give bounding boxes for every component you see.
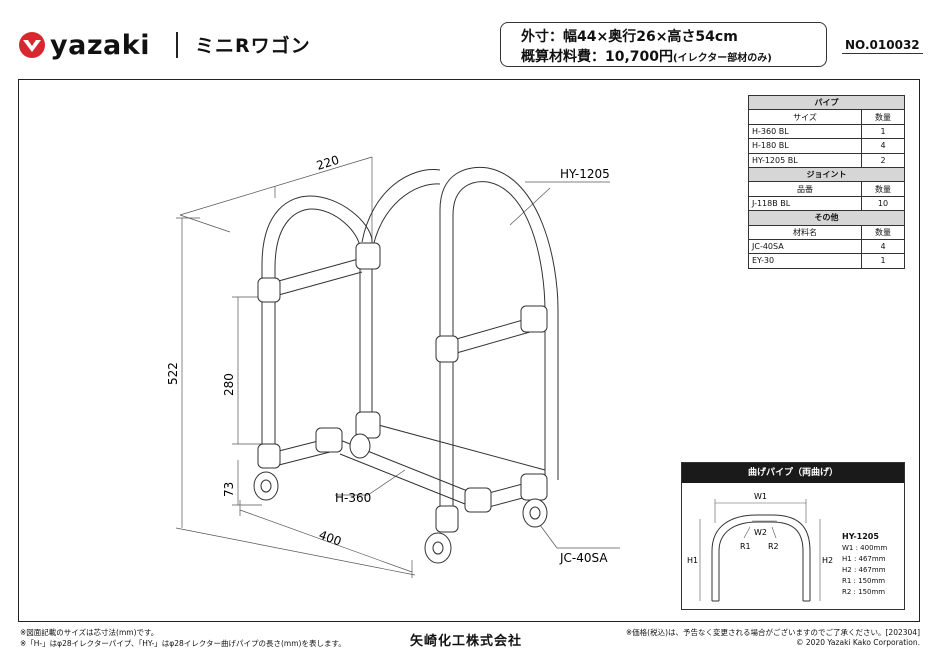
pipe-section-title: パイプ xyxy=(748,94,905,111)
other-col-material: 材料名 xyxy=(748,224,862,240)
detail-h2: H2 xyxy=(822,556,833,565)
yazaki-logo-icon xyxy=(19,32,45,58)
cost-note: (イレクター部材のみ) xyxy=(673,53,772,64)
front-arch-pipe xyxy=(361,166,559,520)
detail-w2: W2 xyxy=(754,528,767,537)
detail-r1: R1 xyxy=(740,542,751,551)
footer-copyright: © 2020 Yazaki Kako Corporation. xyxy=(796,638,920,647)
pipe-col-size: サイズ xyxy=(748,109,862,125)
footer-note-2: ※「H-」はφ28イレクターパイプ、「HY-」はφ28イレクター曲げパイプの長さ… xyxy=(20,639,346,648)
document-number: NO.010032 xyxy=(842,38,923,54)
casters xyxy=(253,433,548,564)
dim-mid-label: 280 xyxy=(222,373,236,396)
pipe-col-qty: 数量 xyxy=(861,109,905,125)
detail-spec-h1: H1 : 467mm xyxy=(842,555,886,563)
drawing-frame xyxy=(18,79,920,622)
joints xyxy=(257,242,548,533)
dimension-lines xyxy=(175,156,620,578)
spec-box: 外寸：幅44×奥行26×高さ54cm 概算材料費：10,700円(イレクター部材… xyxy=(500,22,827,67)
joint-section-title: ジョイント xyxy=(748,166,905,183)
upper-rails xyxy=(274,257,531,355)
footer-note-1: ※図面記載のサイズは芯寸法(mm)です。 xyxy=(20,628,159,637)
joint-col-part: 品番 xyxy=(748,181,862,197)
bent-pipe-detail: 曲げパイプ（両曲げ） W1 W2 R1 R2 H1 H2 HY-1205 W1 … xyxy=(681,462,905,610)
brand-name: yazaki xyxy=(50,29,150,61)
detail-w1: W1 xyxy=(754,492,767,501)
dim-low-label: 73 xyxy=(222,482,236,497)
bent-pipe-diagram: W1 W2 R1 R2 H1 H2 xyxy=(687,492,833,602)
dim-height-label: 522 xyxy=(166,362,180,385)
bent-pipe-detail-title: 曲げパイプ（両曲げ） xyxy=(682,463,904,483)
other-col-qty: 数量 xyxy=(861,224,905,240)
detail-spec-r2: R2 : 150mm xyxy=(842,588,886,596)
dim-width-label: 220 xyxy=(315,153,341,173)
back-arch-pipe xyxy=(261,195,373,450)
detail-r2: R2 xyxy=(768,542,779,551)
header-separator xyxy=(176,32,178,58)
company-name: 矢崎化工株式会社 xyxy=(410,634,523,649)
brand-logo: yazaki xyxy=(18,29,150,61)
detail-h1: H1 xyxy=(687,556,698,565)
label-jc-40sa: JC-40SA xyxy=(559,551,608,565)
label-hy-1205: HY-1205 xyxy=(560,167,610,181)
label-h-360: H-360 xyxy=(335,491,371,505)
detail-spec-list: HY-1205 W1 : 400mm H1 : 467mm H2 : 467mm… xyxy=(842,531,887,598)
detail-spec-title: HY-1205 xyxy=(842,532,879,541)
product-title: ミニRワゴン xyxy=(195,35,311,57)
cost-line: 概算材料費：10,700円(イレクター部材のみ) xyxy=(521,46,772,66)
footer-price-note: ※価格(税込)は、予告なく変更される場合がございますのでご了承ください。[202… xyxy=(625,628,920,637)
dim-depth-label: 400 xyxy=(317,528,343,549)
detail-spec-w1: W1 : 400mm xyxy=(842,544,888,552)
outer-size-text: 外寸：幅44×奥行26×高さ54cm xyxy=(521,29,738,45)
joint-col-qty: 数量 xyxy=(861,181,905,197)
detail-spec-h2: H2 : 467mm xyxy=(842,566,886,574)
other-section-title: その他 xyxy=(748,210,905,226)
detail-spec-r1: R1 : 150mm xyxy=(842,577,886,585)
cost-text: 概算材料費：10,700円 xyxy=(521,49,674,65)
